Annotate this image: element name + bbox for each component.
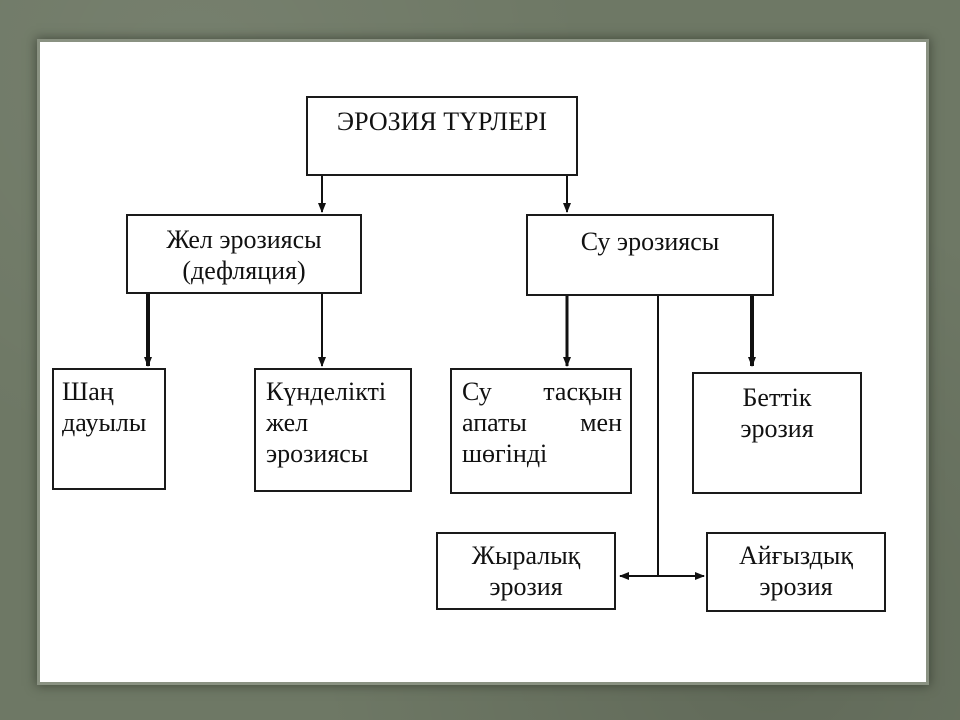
- flood-line1: Су тасқын: [462, 376, 622, 407]
- root-label: ЭРОЗИЯ ТҮРЛЕРІ: [336, 107, 548, 136]
- flood-word-men: мен: [580, 408, 622, 437]
- dust-label-line2: дауылы: [62, 408, 147, 437]
- flood-word-apaty: апаты: [462, 408, 527, 437]
- flood-word-su: Су: [462, 377, 492, 406]
- dust-storm-node: Шаң дауылы: [52, 368, 166, 490]
- water-label: Су эрозиясы: [580, 227, 720, 256]
- gully-erosion-node: Айғыздық эрозия: [706, 532, 886, 612]
- surface-label-line1: Беттік: [742, 383, 812, 412]
- flood-word-taskyn: тасқын: [543, 377, 622, 406]
- ravine-label-line1: Жыралық: [471, 541, 581, 570]
- dust-label-line1: Шаң: [62, 377, 114, 406]
- ravine-erosion-node: Жыралық эрозия: [436, 532, 616, 610]
- ravine-label-line2: эрозия: [489, 572, 563, 601]
- flood-line3: шөгінді: [462, 439, 548, 468]
- root-node: ЭРОЗИЯ ТҮРЛЕРІ: [306, 96, 578, 176]
- water-erosion-node: Су эрозиясы: [526, 214, 774, 296]
- daily-label-line1: Күнделікті: [266, 377, 387, 406]
- daily-label-line2: жел: [266, 408, 309, 437]
- flood-line2: апаты мен: [462, 407, 622, 438]
- wind-erosion-node: Жел эрозиясы (дефляция): [126, 214, 362, 294]
- surface-label-line2: эрозия: [740, 414, 814, 443]
- gully-label-line2: эрозия: [759, 572, 833, 601]
- daily-wind-erosion-node: Күнделікті жел эрозиясы: [254, 368, 412, 492]
- flood-node: Су тасқын апаты мен шөгінді: [450, 368, 632, 494]
- daily-label-line3: эрозиясы: [266, 439, 369, 468]
- wind-label-line1: Жел эрозиясы: [166, 225, 322, 254]
- surface-erosion-node: Беттік эрозия: [692, 372, 862, 494]
- gully-label-line1: Айғыздық: [739, 541, 853, 570]
- wind-label-line2: (дефляция): [182, 256, 306, 285]
